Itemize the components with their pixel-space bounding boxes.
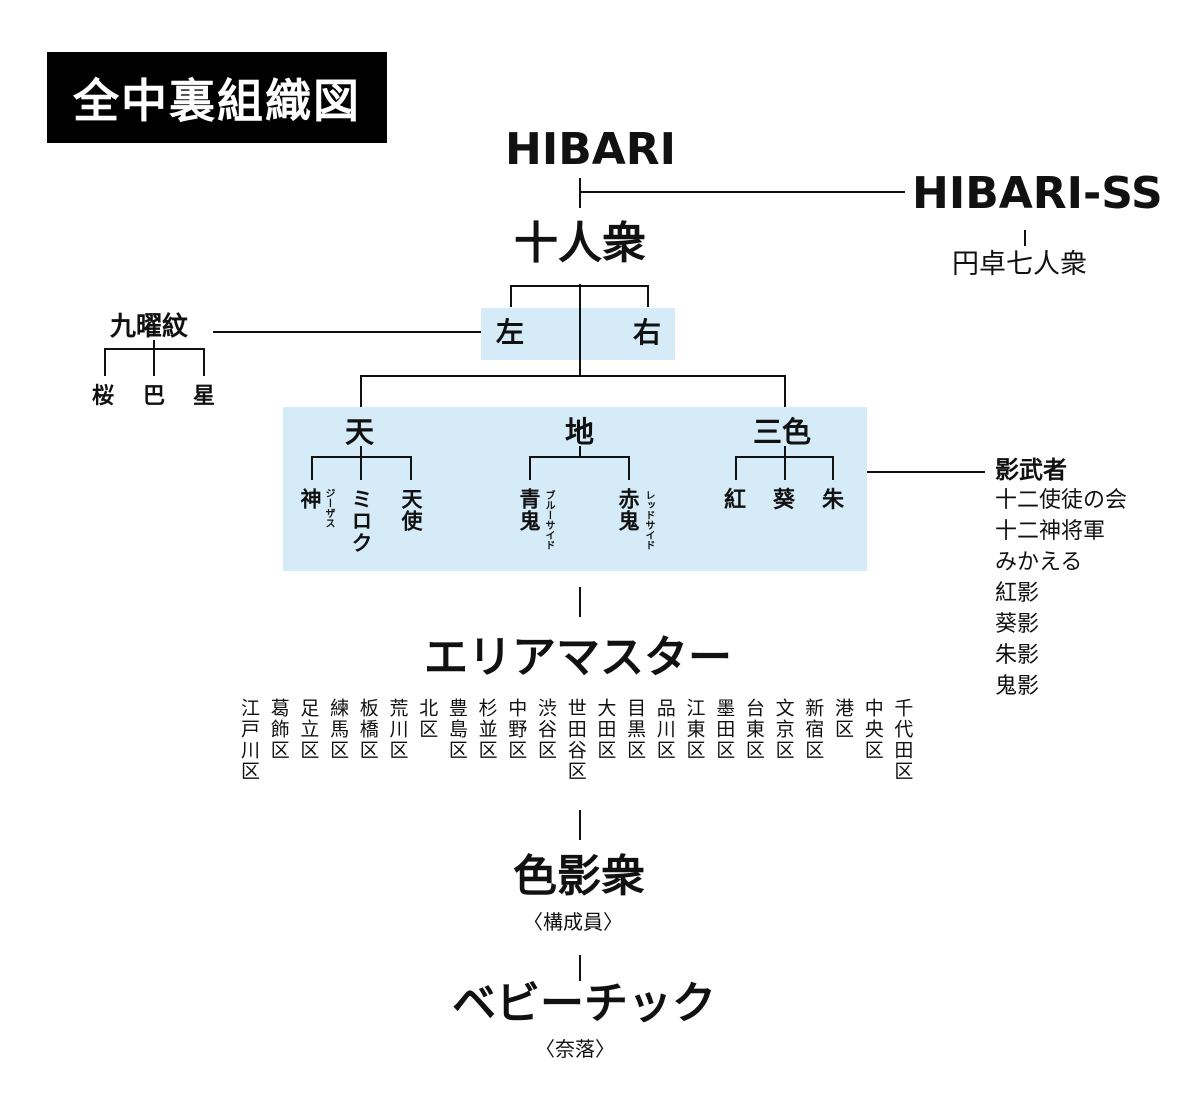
kagemusha-head: 影武者	[995, 456, 1067, 484]
connector-line	[360, 375, 362, 407]
kagemusha-item: 鬼影	[995, 674, 1040, 699]
connector-line	[529, 456, 630, 458]
ward-label: 港区	[832, 698, 854, 740]
connector-line	[510, 285, 512, 307]
ward-label: 新宿区	[802, 698, 825, 761]
shikikage-note: 〈構成員〉	[523, 910, 623, 934]
right-label: 右	[633, 316, 662, 349]
sanshoku-member: 葵	[773, 488, 796, 513]
kuyomon-member: 桜	[92, 384, 115, 409]
connector-line	[832, 456, 834, 480]
ward-label: 板橋区	[356, 698, 379, 761]
ward-label: 北区	[416, 698, 439, 740]
kagemusha-item: 十二使徒の会	[995, 488, 1128, 513]
ward-label: 品川区	[653, 698, 676, 761]
connector-line	[735, 456, 834, 458]
ward-label: 豊島区	[445, 698, 468, 761]
ward-label: 墨田区	[713, 698, 736, 761]
ward-label: 足立区	[297, 698, 320, 761]
chi-ruby: ブルーサイド	[543, 490, 554, 550]
connector-line	[647, 285, 649, 307]
connector-line	[628, 456, 630, 480]
hibari-label: HIBARI	[505, 124, 677, 175]
kagemusha-item: 紅影	[995, 581, 1040, 606]
connector-line	[1024, 230, 1026, 246]
connector-line	[579, 810, 581, 840]
group-sanshoku-label: 三色	[753, 415, 812, 449]
junin-label: 十人衆	[514, 218, 646, 269]
ten-member: 天使	[399, 488, 423, 532]
connector-line	[784, 446, 786, 480]
area-master-label: エリアマスター	[424, 632, 732, 683]
kuyomon-member: 星	[193, 384, 216, 409]
kagemusha-item: みかえる	[995, 550, 1083, 575]
connector-line	[510, 285, 649, 287]
ward-label: 千代田区	[891, 698, 914, 782]
babychick-note: 〈奈落〉	[535, 1037, 615, 1061]
connector-line	[579, 587, 581, 617]
ward-label: 荒川区	[386, 698, 409, 761]
shikikage-label: 色影衆	[513, 851, 645, 902]
ward-label: 世田谷区	[564, 698, 587, 782]
ward-label: 大田区	[594, 698, 617, 761]
chi-member: 赤鬼	[616, 488, 640, 532]
ten-member: ミロク	[349, 488, 373, 554]
connector-line	[104, 348, 106, 376]
connector-line	[579, 955, 581, 981]
ward-label: 中野区	[505, 698, 528, 761]
connector-line	[311, 456, 313, 480]
connector-line	[153, 340, 155, 376]
ward-label: 江東区	[683, 698, 706, 761]
kuyomon-label: 九曜紋	[110, 312, 189, 342]
entaku-label: 円卓七人衆	[952, 249, 1087, 280]
kagemusha-item: 朱影	[995, 643, 1040, 668]
connector-line	[580, 191, 905, 193]
kagemusha-item: 十二神将軍	[995, 519, 1106, 544]
ward-label: 江戸川区	[238, 698, 260, 782]
ward-label: 目黒区	[624, 698, 647, 761]
ward-label: 杉並区	[475, 698, 498, 761]
chi-ruby: レッドサイド	[643, 490, 654, 550]
ward-label: 葛飾区	[267, 698, 290, 761]
wards-list: 江戸川区葛飾区足立区練馬区板橋区荒川区北区豊島区杉並区中野区渋谷区世田谷区大田区…	[238, 698, 929, 798]
ten-ruby: ジーザス	[323, 488, 334, 528]
ward-label: 台東区	[742, 698, 765, 761]
connector-line	[213, 331, 481, 333]
connector-line	[360, 375, 786, 377]
connector-line	[867, 471, 985, 473]
kagemusha-list: 影武者 十二使徒の会 十二神将軍 みかえる 紅影 葵影 朱影 鬼影	[995, 458, 1127, 698]
connector-line	[735, 456, 737, 480]
kagemusha-item: 葵影	[995, 612, 1040, 637]
connector-line	[579, 446, 581, 458]
connector-line	[529, 456, 531, 480]
ward-label: 文京区	[772, 698, 795, 761]
sanshoku-member: 朱	[822, 488, 845, 513]
connector-line	[579, 308, 581, 360]
ward-label: 練馬区	[327, 698, 350, 761]
connector-line	[311, 456, 412, 458]
hibari-ss-label: HIBARI-SS	[912, 168, 1163, 219]
left-label: 左	[496, 316, 525, 349]
connector-line	[784, 375, 786, 407]
sanshoku-member: 紅	[724, 488, 747, 513]
ten-member: 神	[298, 488, 322, 510]
page-title: 全中裏組織図	[47, 52, 387, 143]
group-chi-label: 地	[565, 415, 595, 449]
chi-member: 青鬼	[517, 488, 541, 532]
connector-line	[579, 178, 581, 208]
ward-label: 渋谷区	[535, 698, 557, 761]
babychick-label: ベビーチック	[452, 978, 716, 1029]
kuyomon-member: 巴	[143, 384, 166, 409]
connector-line	[203, 348, 205, 376]
group-ten-label: 天	[345, 415, 375, 449]
connector-line	[360, 446, 362, 480]
groups-box	[283, 407, 867, 571]
left-right-box	[481, 308, 675, 360]
ward-label: 中央区	[861, 698, 884, 761]
connector-line	[410, 456, 412, 480]
